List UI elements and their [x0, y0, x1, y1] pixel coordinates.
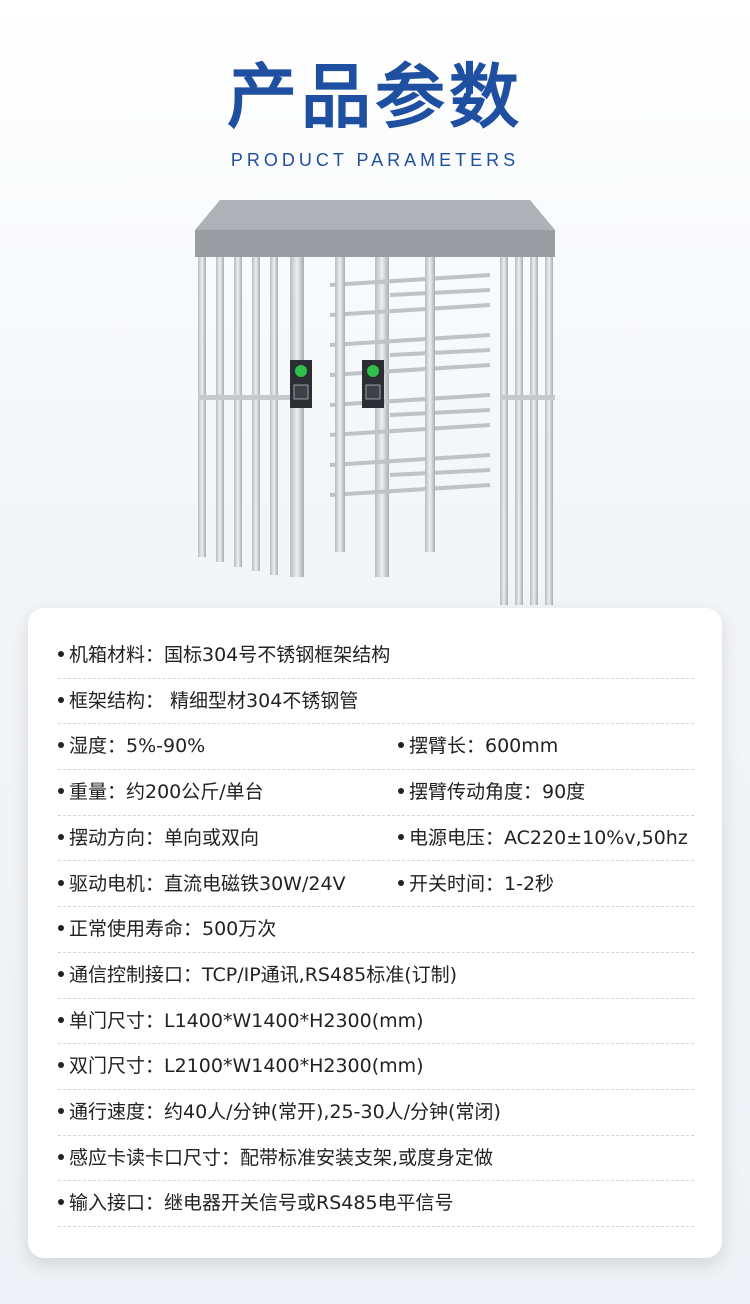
param-left: 框架结构： 精细型材304不锈钢管: [58, 679, 358, 725]
bullet-icon: [58, 742, 64, 749]
param-right: 电源电压：AC220±10%v,50hz: [398, 816, 688, 862]
param-text: 摆臂长：600mm: [409, 735, 559, 758]
param-left: 双门尺寸：L2100*W1400*H2300(mm): [58, 1044, 424, 1090]
bullet-icon: [58, 925, 64, 932]
bullet-icon: [58, 696, 64, 703]
param-left: 湿度：5%-90%: [58, 724, 205, 770]
bullet-icon: [58, 1199, 64, 1206]
param-left: 机箱材料：国标304号不锈钢框架结构: [58, 633, 390, 679]
bullet-icon: [58, 651, 64, 657]
param-row: 摆动方向：单向或双向 电源电压：AC220±10%v,50hz: [58, 816, 694, 862]
card-reader-panel-right: [362, 360, 384, 408]
param-text: 框架结构： 精细型材304不锈钢管: [69, 689, 359, 712]
param-left: 摆动方向：单向或双向: [58, 816, 259, 862]
bullet-icon: [58, 1108, 64, 1114]
param-row: 框架结构： 精细型材304不锈钢管: [58, 679, 694, 725]
param-row: 重量：约200公斤/单台 摆臂传动角度：90度: [58, 770, 694, 816]
param-text: 驱动电机：直流电磁铁30W/24V: [69, 872, 346, 895]
bullet-icon: [58, 1016, 64, 1023]
param-left: 通信控制接口：TCP/IP通讯,RS485标准(订制): [58, 953, 457, 999]
param-text: 双门尺寸：L2100*W1400*H2300(mm): [69, 1055, 424, 1078]
param-row: 湿度：5%-90% 摆臂长：600mm: [58, 724, 694, 771]
param-text: 正常使用寿命：500万次: [69, 918, 277, 941]
param-row: 驱动电机：直流电磁铁30W/24V 开关时间：1-2秒: [58, 862, 694, 908]
param-right: 摆臂长：600mm: [398, 724, 558, 770]
param-right: 开关时间：1-2秒: [398, 862, 554, 908]
page-subtitle: PRODUCT PARAMETERS: [230, 150, 520, 170]
param-left: 单门尺寸：L1400*W1400*H2300(mm): [58, 999, 424, 1045]
param-text: 摆动方向：单向或双向: [69, 826, 260, 849]
param-row: 单门尺寸：L1400*W1400*H2300(mm): [58, 999, 694, 1045]
bullet-icon: [58, 788, 64, 795]
param-right: 摆臂传动角度：90度: [398, 770, 585, 816]
param-text: 通信控制接口：TCP/IP通讯,RS485标准(订制): [69, 963, 458, 986]
param-row: 输入接口：继电器开关信号或RS485电平信号: [58, 1181, 694, 1228]
param-left: 通行速度：约40人/分钟(常开),25-30人/分钟(常闭): [58, 1090, 501, 1136]
bullet-icon: [58, 879, 64, 886]
param-text: 电源电压：AC220±10%v,50hz: [409, 826, 688, 849]
param-row: 感应卡读卡口尺寸：配带标准安装支架,或度身定做: [58, 1136, 694, 1182]
param-row: 通信控制接口：TCP/IP通讯,RS485标准(订制): [58, 953, 694, 999]
turnstile-product-image: [195, 200, 555, 605]
bullet-icon: [398, 788, 404, 795]
param-text: 通行速度：约40人/分钟(常开),25-30人/分钟(常闭): [69, 1101, 501, 1123]
param-row: 正常使用寿命：500万次: [58, 907, 694, 953]
bullet-icon: [58, 1062, 64, 1069]
bullet-icon: [398, 833, 404, 840]
param-row: 机箱材料：国标304号不锈钢框架结构: [58, 633, 694, 679]
param-left: 正常使用寿命：500万次: [58, 907, 276, 953]
param-text: 摆臂传动角度：90度: [409, 781, 586, 804]
param-text: 机箱材料：国标304号不锈钢框架结构: [69, 644, 391, 666]
param-row: 双门尺寸：L2100*W1400*H2300(mm): [58, 1044, 694, 1090]
param-text: 输入接口：继电器开关信号或RS485电平信号: [69, 1192, 454, 1215]
param-text: 感应卡读卡口尺寸：配带标准安装支架,或度身定做: [69, 1146, 494, 1169]
param-left: 输入接口：继电器开关信号或RS485电平信号: [58, 1181, 454, 1227]
param-text: 单门尺寸：L1400*W1400*H2300(mm): [69, 1009, 424, 1032]
bullet-icon: [398, 742, 404, 749]
param-text: 重量：约200公斤/单台: [69, 781, 264, 804]
bullet-icon: [58, 833, 64, 840]
bullet-icon: [58, 1153, 64, 1160]
bullet-icon: [398, 879, 404, 886]
page-title: 产品参数: [227, 56, 523, 138]
param-left: 驱动电机：直流电磁铁30W/24V: [58, 862, 346, 908]
card-reader-panel-left: [290, 360, 312, 408]
param-left: 感应卡读卡口尺寸：配带标准安装支架,或度身定做: [58, 1136, 493, 1182]
parameters-card: 机箱材料：国标304号不锈钢框架结构框架结构： 精细型材304不锈钢管湿度：5%…: [28, 608, 722, 1258]
param-row: 通行速度：约40人/分钟(常开),25-30人/分钟(常闭): [58, 1090, 694, 1136]
param-left: 重量：约200公斤/单台: [58, 770, 264, 816]
bullet-icon: [58, 970, 64, 977]
param-text: 湿度：5%-90%: [69, 735, 206, 758]
param-text: 开关时间：1-2秒: [409, 872, 555, 895]
